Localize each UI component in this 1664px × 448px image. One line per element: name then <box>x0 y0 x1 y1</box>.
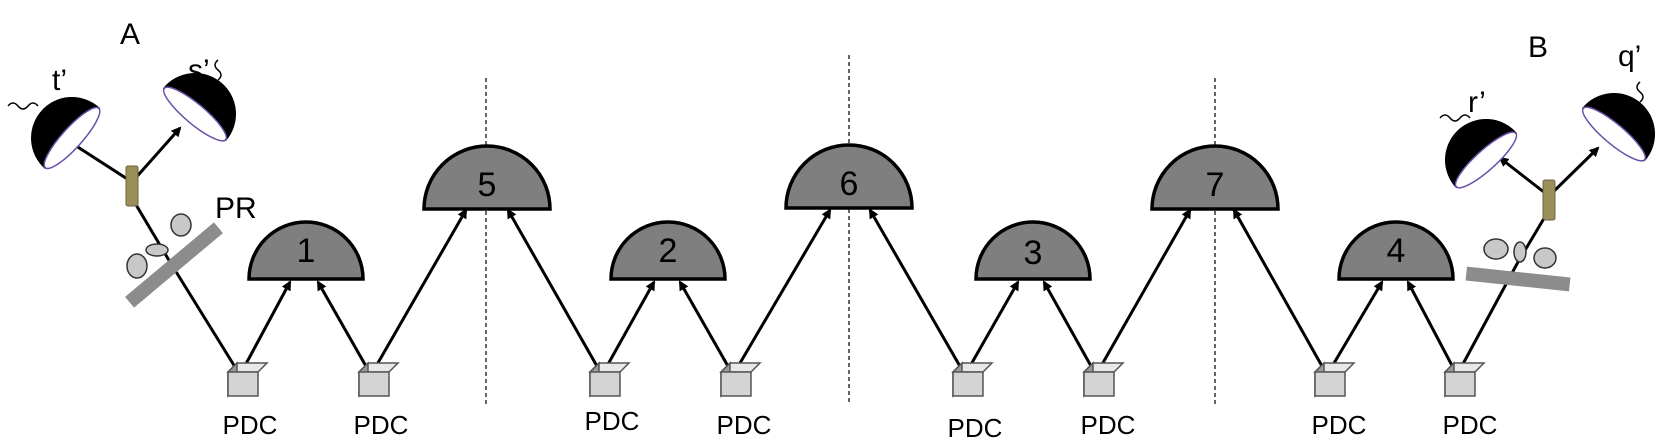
beam <box>130 126 182 183</box>
t-prime-label: t’ <box>52 64 67 97</box>
pdc-crystal-icon <box>1082 361 1125 398</box>
measurement-1: 1 <box>247 220 365 281</box>
pdc-crystal-icon <box>357 361 400 398</box>
beam <box>1498 156 1550 198</box>
signal-wire-icon <box>214 59 222 81</box>
detector-t-icon <box>31 97 101 170</box>
pdc-crystal-icon <box>226 361 269 398</box>
wave-plate-element <box>170 213 192 237</box>
signal-wire-icon <box>1636 81 1644 103</box>
pdc-label: PDC <box>717 410 772 440</box>
phase-retarder-plate-b <box>1465 266 1571 292</box>
q-prime-label: q’ <box>1618 40 1641 73</box>
measurement-label: 6 <box>840 165 859 203</box>
node-b-label: B <box>1528 31 1548 64</box>
pr-label: PR <box>215 192 257 225</box>
wave-plate-element <box>126 253 148 279</box>
beam <box>1094 208 1192 376</box>
measurement-label: 5 <box>478 166 497 204</box>
pdc-label: PDC <box>585 406 640 436</box>
beam <box>506 208 604 376</box>
measurement-label: 3 <box>1024 234 1043 272</box>
pdc-label: PDC <box>223 410 278 440</box>
beam <box>868 208 967 376</box>
beam <box>731 208 832 376</box>
pdc-crystal-icon <box>951 361 994 398</box>
beam <box>369 208 468 376</box>
beam-splitter-a <box>125 165 139 207</box>
measurement-label: 1 <box>297 232 316 270</box>
pdc-crystal-icon <box>1443 361 1486 398</box>
measurement-label: 2 <box>659 232 678 270</box>
beam <box>963 280 1020 376</box>
pdc-sources <box>226 361 1486 398</box>
s-prime-label: s’ <box>188 54 210 87</box>
beam <box>600 280 656 376</box>
signal-wire-icon <box>1439 114 1471 122</box>
pdc-label: PDC <box>1312 410 1367 440</box>
beam <box>168 261 242 376</box>
wave-plate-element <box>1533 247 1557 269</box>
beam-splitter-b <box>1542 179 1556 221</box>
measurement-label: 4 <box>1387 232 1406 270</box>
pdc-crystal-icon <box>719 361 762 398</box>
measurement-6: 6 <box>784 143 914 210</box>
signal-wire-icon <box>7 102 39 110</box>
beam <box>68 140 133 184</box>
measurement-label: 7 <box>1206 166 1225 204</box>
pdc-label: PDC <box>1443 410 1498 440</box>
beam <box>238 280 292 376</box>
beam <box>678 280 735 376</box>
r-prime-label: r’ <box>1468 86 1486 119</box>
phase-retarder-plate-a <box>125 222 223 308</box>
node-a-label: A <box>120 18 140 51</box>
beam <box>1232 208 1329 376</box>
beam <box>1406 280 1459 376</box>
detector-s-icon <box>162 73 236 142</box>
detector-q-icon <box>1581 93 1655 162</box>
beam <box>1042 280 1098 376</box>
beam <box>1547 146 1600 198</box>
beam <box>1325 280 1384 376</box>
pdc-label: PDC <box>948 413 1003 443</box>
wave-plate-element <box>145 243 169 257</box>
measurement-3: 3 <box>974 220 1092 281</box>
pdc-crystal-icon <box>588 361 631 398</box>
pdc-crystal-icon <box>1313 361 1356 398</box>
wave-plate-element <box>1513 241 1527 263</box>
measurement-7: 7 <box>1150 144 1280 211</box>
measurement-4: 4 <box>1337 220 1455 281</box>
detector-r-icon <box>1445 119 1518 189</box>
measurement-5: 5 <box>422 144 552 211</box>
beam <box>316 280 373 376</box>
pdc-label: PDC <box>354 410 409 440</box>
wave-plate-element <box>1483 238 1509 260</box>
pdc-label: PDC <box>1081 410 1136 440</box>
measurement-2: 2 <box>609 220 727 281</box>
